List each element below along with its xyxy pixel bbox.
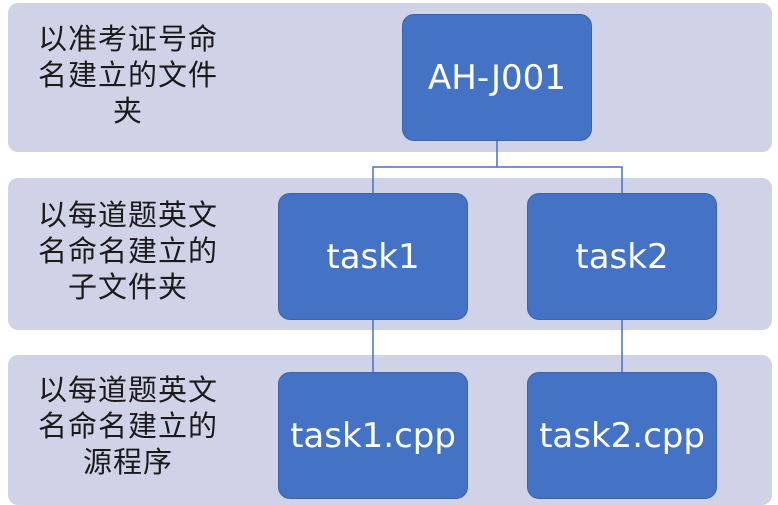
folder-node-task1: task1 [278,193,468,320]
connector-root-task2 [497,166,623,193]
level-label-folder: 以准考证号命名建立的文件夹 [37,22,218,128]
connector-root-task1 [372,141,498,193]
file-node-task1-source: task1.cpp [278,372,468,499]
level-band-folder: 以准考证号命名建立的文件夹 [8,3,772,152]
level-label-subfolder: 以每道题英文名命名建立的子文件夹 [37,198,218,304]
folder-node-task2: task2 [527,193,717,320]
file-node-task2-source: task2.cpp [527,372,717,499]
level-label-source: 以每道题英文名命名建立的源程序 [37,373,218,479]
folder-node-root: AH-J001 [402,14,592,141]
